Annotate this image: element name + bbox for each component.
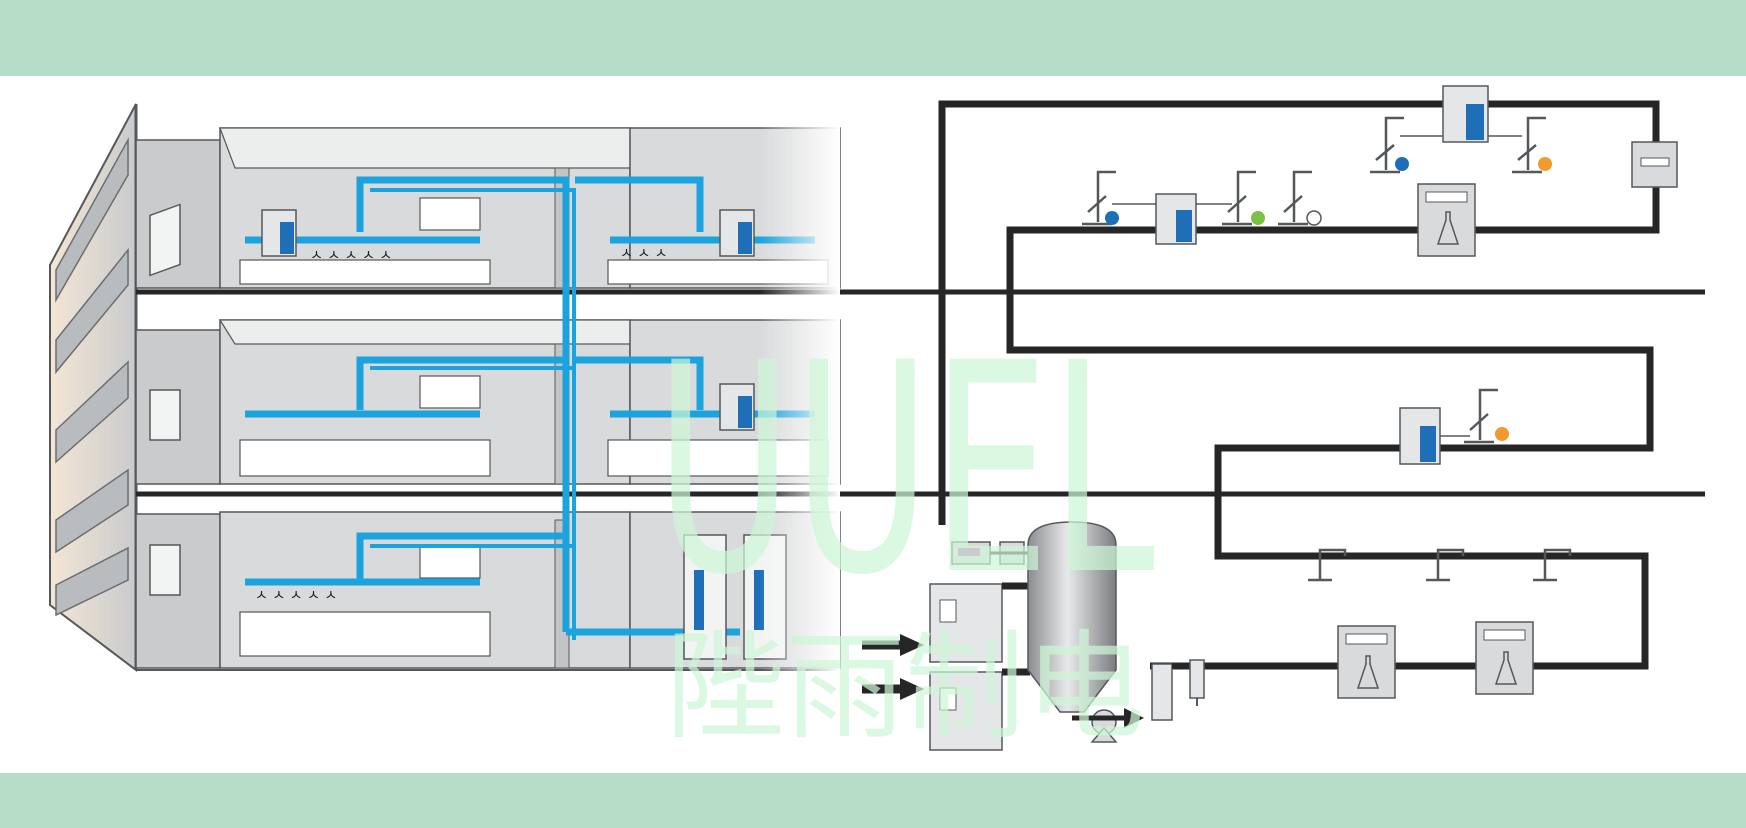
dispenser-faucet-icon — [1278, 170, 1322, 226]
production-system-unit — [683, 534, 727, 660]
filter-icon — [1151, 663, 1173, 721]
lab-faucet-icon — [1533, 548, 1572, 582]
circulation-pump-icon — [1072, 708, 1144, 743]
watermark: UUEL 陛雨制电 — [655, 302, 1156, 756]
dispenser-faucet-icon — [1370, 116, 1409, 174]
dispenser-faucet-icon — [1082, 170, 1119, 226]
inlet-arrow-icon — [862, 634, 924, 656]
water-purifier-unit — [719, 383, 755, 431]
lab-faucet-icon — [1426, 548, 1465, 582]
blue-return-pipes — [370, 188, 576, 640]
recirculation-loop-pipe — [938, 100, 1660, 670]
water-purifier-unit — [1155, 193, 1197, 245]
floor-1 — [135, 127, 841, 289]
building-cutaway: ㅅ ㅅ ㅅ ㅅ ㅅ ㅅ ㅅ ㅅ ㅅ ㅅ ㅅ ㅅ ㅅ — [49, 100, 1705, 680]
lab-faucet-icon — [1308, 548, 1347, 582]
storage-tank-icon — [1027, 521, 1117, 713]
feed-water-unit — [929, 671, 1003, 751]
watermark-latin: UUEL — [655, 302, 1156, 639]
facade-windows — [55, 137, 129, 617]
svg-text:ㅅ ㅅ ㅅ ㅅ ㅅ: ㅅ ㅅ ㅅ ㅅ ㅅ — [255, 588, 337, 604]
top-band — [0, 0, 1746, 76]
dispenser-faucet-icon — [1222, 170, 1265, 226]
bottom-band — [0, 773, 1746, 828]
lab-analyzer-icon — [1475, 621, 1534, 695]
water-purifier-unit — [261, 209, 297, 257]
feed-water-unit — [929, 583, 1003, 663]
inlet-arrow-icon — [862, 678, 924, 700]
blue-distribution-pipes — [245, 176, 815, 636]
svg-text:ㅅ ㅅ ㅅ ㅅ ㅅ: ㅅ ㅅ ㅅ ㅅ ㅅ — [310, 248, 392, 264]
lab-analyzer-icon — [1417, 183, 1476, 257]
lab-analyzer-icon — [1337, 625, 1396, 699]
dispenser-faucet-icon — [1464, 388, 1509, 444]
water-purifier-unit — [1442, 85, 1489, 143]
bench-taps: ㅅ ㅅ ㅅ ㅅ ㅅ ㅅ ㅅ ㅅ ㅅ ㅅ ㅅ ㅅ ㅅ — [255, 246, 668, 604]
svg-text:ㅅ ㅅ ㅅ: ㅅ ㅅ ㅅ — [620, 246, 668, 262]
water-purifier-unit — [719, 209, 755, 257]
dispenser-faucet-icon — [1512, 116, 1552, 174]
water-purifier-unit — [1399, 407, 1441, 465]
watermark-cjk: 陛雨制电 — [665, 618, 1145, 756]
loop-control-box — [1631, 141, 1678, 188]
cartridge-filter-icon — [1189, 659, 1205, 706]
